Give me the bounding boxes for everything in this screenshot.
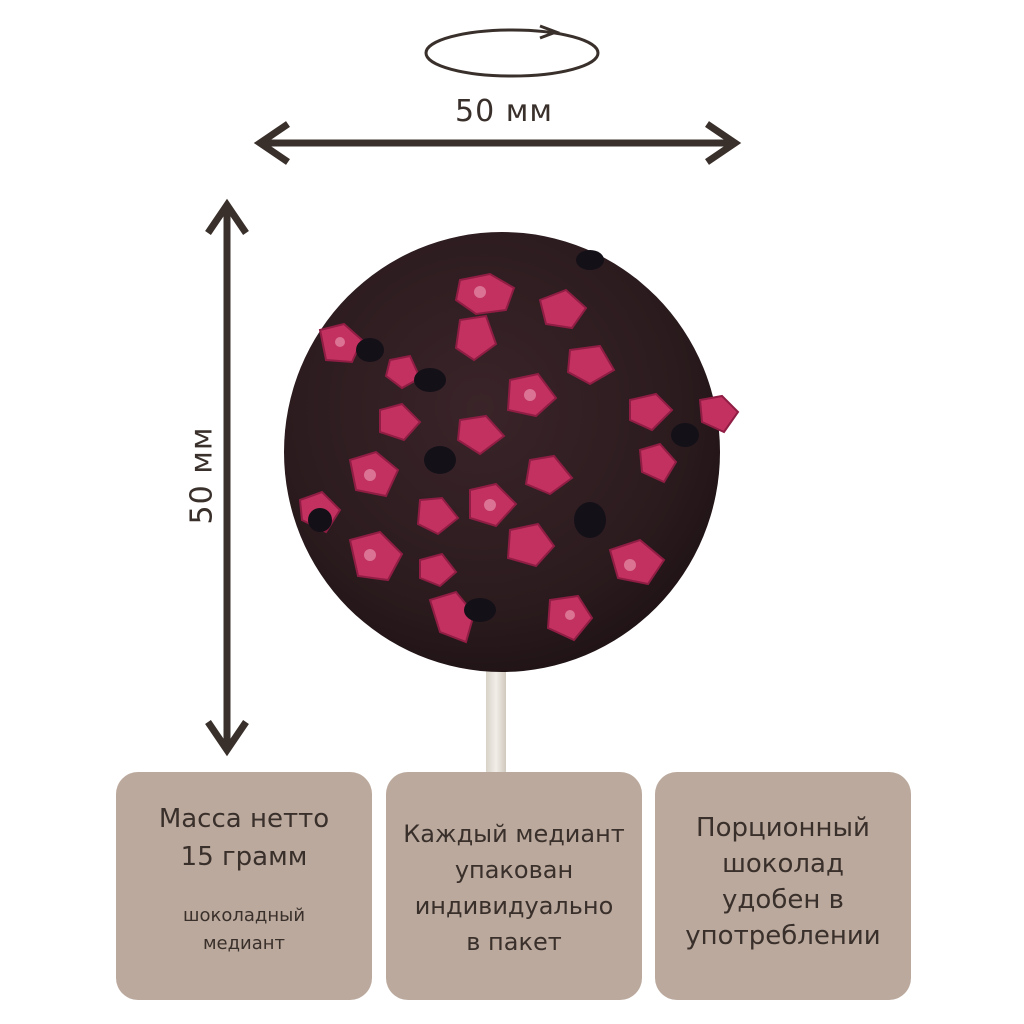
packaging-line1: Каждый медиант [403,820,625,848]
portion-line2: шоколад [722,849,844,879]
rotation-icon [424,24,600,78]
width-double-arrow-icon [253,121,742,165]
height-double-arrow-icon [205,198,249,757]
portion-line1: Порционный [696,813,870,843]
height-label: 50 мм [184,426,220,525]
packaging-line3: индивидуально [414,892,614,920]
portion-line3: удобен в [722,885,844,915]
product-type-line2: медиант [202,933,286,954]
info-card-weight: Масса нетто 15 грамм шоколадный медиант [116,772,372,1000]
weight-value: 15 грамм [180,842,308,872]
product-type-line1: шоколадный [182,905,306,926]
portion-line4: употреблении [685,921,881,951]
packaging-line4: в пакет [466,928,562,956]
width-label: 50 мм [455,94,553,129]
lollipop-stick [486,650,506,774]
chocolate-medallion-image [284,232,740,672]
info-card-packaging: Каждый медиант упакован индивидуально в … [386,772,642,1000]
weight-title: Масса нетто [158,804,330,834]
packaging-line2: упакован [454,856,574,884]
info-card-portion: Порционный шоколад удобен в употреблении [655,772,911,1000]
